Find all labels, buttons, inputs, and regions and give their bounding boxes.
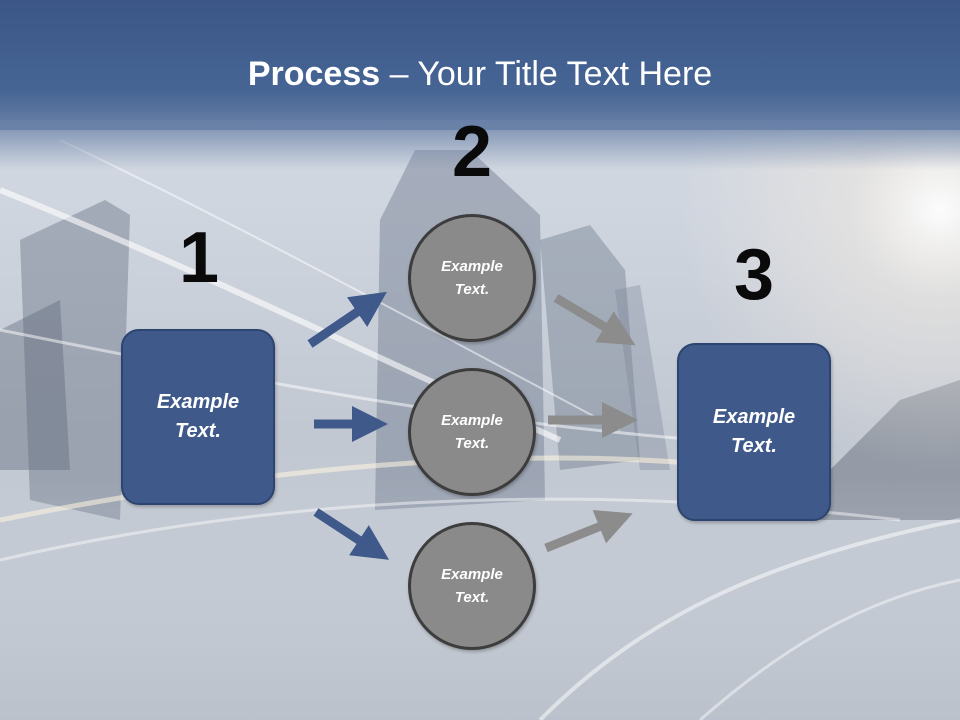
step-2-circle-top: Example Text. — [408, 214, 536, 342]
step-2-number: 2 — [451, 112, 493, 192]
arrow-1-to-2c — [313, 508, 390, 560]
arrow-1-to-2a — [307, 291, 387, 348]
arrow-2a-to-3 — [553, 294, 636, 346]
step-1-text: Example Text. — [156, 391, 240, 442]
title-rest: – Your Title Text Here — [380, 55, 713, 93]
step-1-number: 1 — [178, 218, 220, 298]
slide-title: Process – Your Title Text Here — [0, 52, 960, 96]
title-fade — [0, 120, 960, 170]
step-2-circle-middle-text: Example Text. — [441, 412, 503, 452]
title-band — [0, 0, 960, 130]
title-bold: Process — [247, 55, 381, 93]
step-3-text: Example Text. — [712, 406, 796, 457]
arrow-2c-to-3 — [544, 509, 633, 553]
step-2-circle-bottom: Example Text. — [408, 522, 536, 650]
step-2-circle-bottom-text: Example Text. — [441, 566, 503, 606]
step-2-circle-middle: Example Text. — [408, 368, 536, 496]
step-3-number: 3 — [733, 235, 775, 315]
step-3-box: Example Text. — [677, 343, 831, 521]
step-2-circle-top-text: Example Text. — [441, 258, 503, 298]
step-1-box: Example Text. — [121, 329, 275, 505]
